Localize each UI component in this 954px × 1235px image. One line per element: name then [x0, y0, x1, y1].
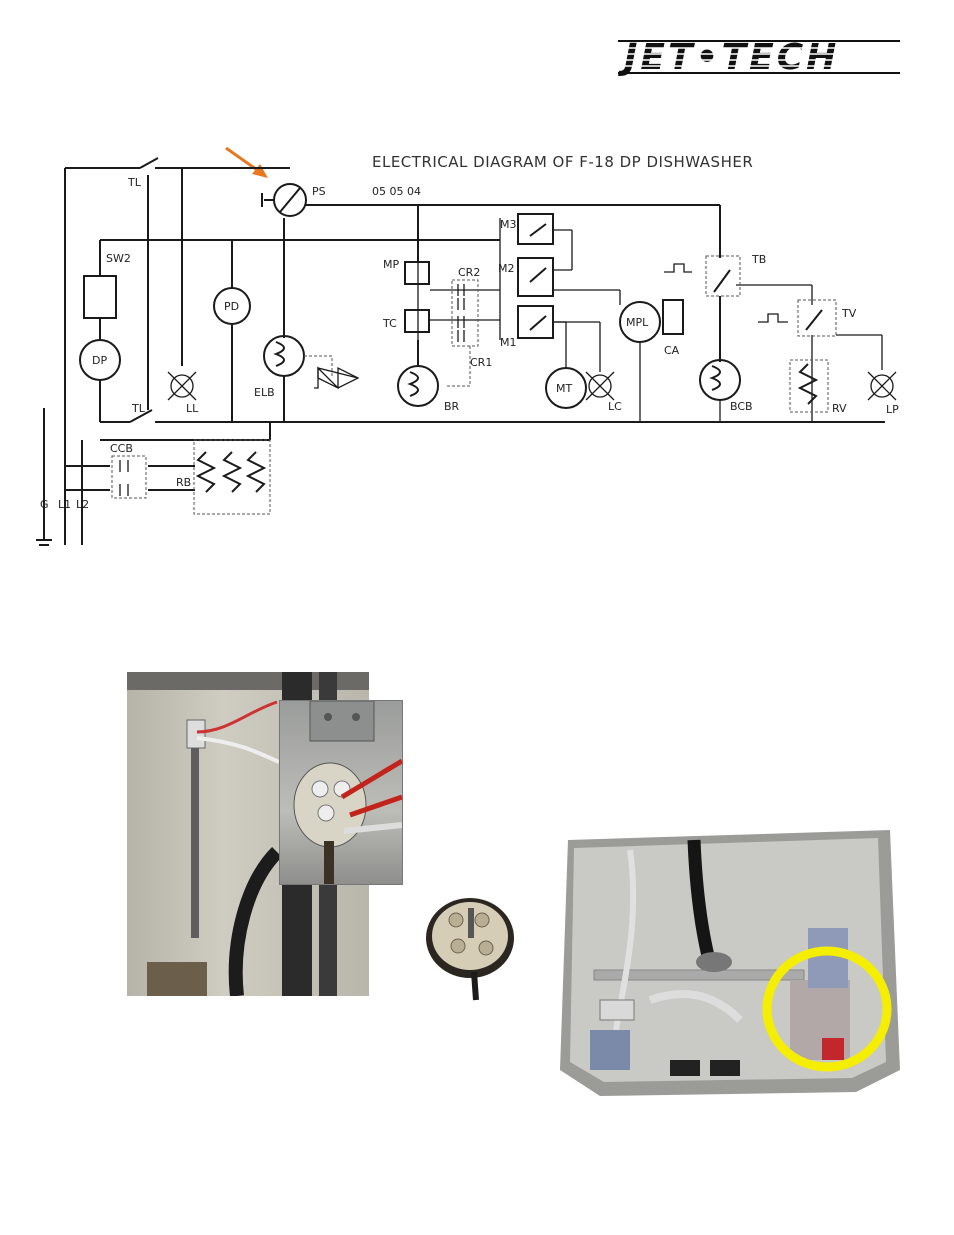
- label-rv: RV: [832, 402, 847, 415]
- electrical-diagram: ELECTRICAL DIAGRAM OF F-18 DP DISHWASHER…: [36, 146, 899, 546]
- label-m3: M3: [500, 218, 517, 231]
- label-br: BR: [444, 400, 460, 413]
- sw2-switch-symbol: [83, 275, 117, 319]
- label-elb: ELB: [254, 386, 275, 399]
- lamp-lp-icon: [867, 371, 897, 401]
- heater-br-symbol: [397, 365, 439, 407]
- label-l2: L2: [76, 498, 89, 511]
- ccb-contacts: [119, 460, 129, 496]
- motor-mt-symbol: [545, 367, 587, 409]
- label-lc: LC: [608, 400, 622, 413]
- control-relay-box: [451, 279, 479, 347]
- solenoid-valve-icon: [304, 355, 360, 390]
- label-m1: M1: [500, 336, 517, 349]
- m1-contactor-symbol: [517, 305, 554, 339]
- pressure-switch-arrow-icon: [225, 146, 268, 178]
- control-panel-photo: [560, 830, 900, 1115]
- control-wiring: [417, 218, 883, 422]
- tc-relay-symbol: [404, 309, 430, 333]
- pressure-switch-symbol: [261, 183, 307, 217]
- tb-thermostat-box: [705, 255, 741, 297]
- label-m2: M2: [498, 262, 515, 275]
- jet-tech-logo: JET•TECH: [618, 37, 900, 78]
- label-mt: MT: [556, 382, 572, 395]
- heater-elb-symbol: [263, 335, 305, 377]
- heater-bcb-symbol: [699, 359, 741, 401]
- label-sw2: SW2: [106, 252, 131, 265]
- label-g: G: [40, 498, 49, 511]
- label-tl-top: TL: [127, 176, 142, 189]
- lamp-lc-icon: [585, 371, 615, 401]
- label-tb: TB: [751, 253, 766, 266]
- label-cr1: CR1: [470, 356, 492, 369]
- motor-mpl-symbol: [619, 301, 661, 343]
- label-cr2: CR2: [458, 266, 480, 279]
- label-ll: LL: [186, 402, 199, 415]
- highlight-circle-icon: [762, 946, 892, 1072]
- label-pd: PD: [224, 300, 239, 313]
- label-ps: PS: [312, 185, 326, 198]
- cr-contacts: [457, 284, 465, 342]
- label-bcb: BCB: [730, 400, 753, 413]
- mp-relay-symbol: [404, 261, 430, 285]
- rb-heater-bank-box: [193, 439, 271, 515]
- m2-contactor-symbol: [517, 257, 554, 297]
- label-rb: RB: [176, 476, 191, 489]
- ground-symbol: [36, 408, 52, 546]
- drain-pump-symbol: [79, 339, 121, 381]
- tv-thermostat-box: [797, 299, 837, 337]
- label-ccb: CCB: [110, 442, 133, 455]
- ccb-contactor-box: [111, 455, 147, 499]
- label-lp: LP: [886, 403, 899, 416]
- label-tv: TV: [841, 307, 857, 320]
- label-mp: MP: [383, 258, 399, 271]
- capacitor-ca-symbol: [662, 299, 684, 335]
- pressure-switch-photo: [418, 888, 530, 1006]
- diagram-title: ELECTRICAL DIAGRAM OF F-18 DP DISHWASHER: [372, 153, 753, 171]
- label-ca: CA: [664, 344, 680, 357]
- label-tc: TC: [382, 317, 397, 330]
- label-tl-bottom: TL: [131, 402, 146, 415]
- thermostat-limit-switch: [129, 157, 159, 423]
- rb-heater-coils: [195, 451, 267, 493]
- diagram-date-code: 05 05 04: [372, 185, 421, 198]
- lamp-ll-icon: [167, 371, 197, 401]
- pressure-switch-closeup-photo: [279, 700, 403, 885]
- m3-contactor-symbol: [517, 213, 554, 245]
- label-dp: DP: [92, 354, 107, 367]
- label-l1: L1: [58, 498, 71, 511]
- label-mpl: MPL: [626, 316, 649, 329]
- svg-text:JET•TECH: JET•TECH: [618, 37, 839, 78]
- pd-symbol: [213, 287, 251, 325]
- power-rails: [64, 167, 885, 545]
